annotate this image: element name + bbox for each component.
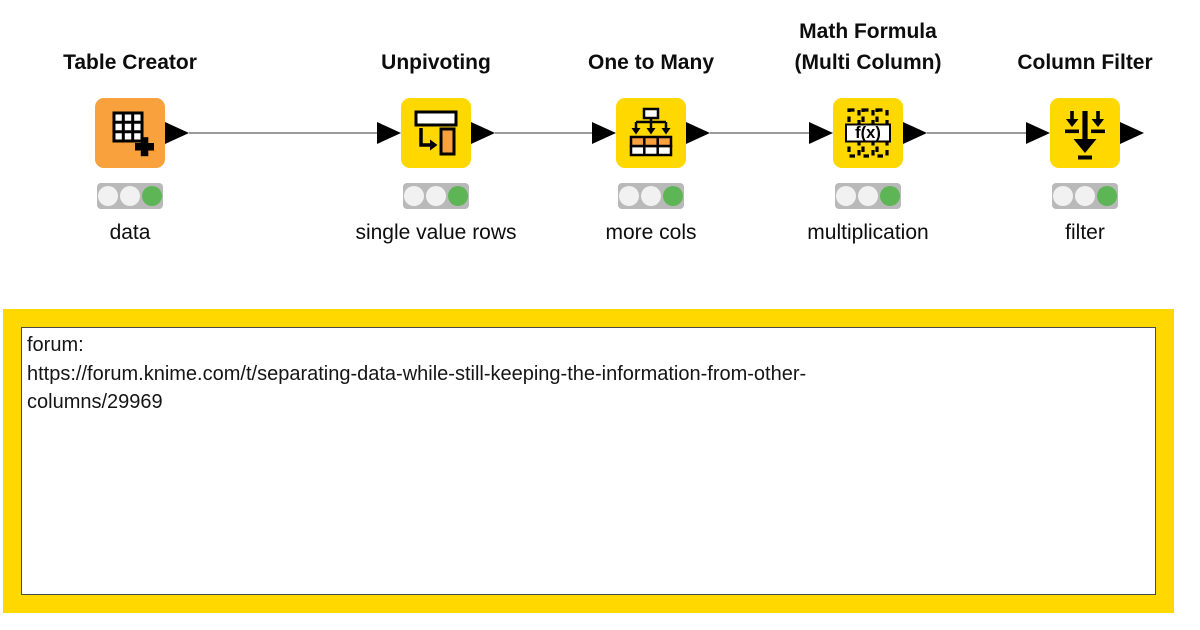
status-red-light	[404, 186, 424, 206]
column-filter-icon[interactable]	[1050, 98, 1120, 168]
status-green-light	[880, 186, 900, 206]
node-math-formula-multi-column: Math Formula (Multi Column) f(x) multipl…	[758, 0, 978, 270]
status-traffic-light	[618, 183, 684, 209]
status-green-light	[142, 186, 162, 206]
workflow-annotation[interactable]: forum: https://forum.knime.com/t/separat…	[3, 309, 1174, 613]
output-port[interactable]	[471, 122, 495, 144]
output-port[interactable]	[903, 122, 927, 144]
annotation-text-line: forum:	[27, 334, 84, 356]
status-traffic-light	[97, 183, 163, 209]
status-red-light	[836, 186, 856, 206]
one-to-many-icon[interactable]	[616, 98, 686, 168]
connection-math-formula-to-column-filter[interactable]	[927, 132, 1026, 134]
node-title: One to Many	[587, 51, 714, 74]
node-table-creator: Table Creator data	[20, 0, 240, 270]
status-yellow-light	[426, 186, 446, 206]
connection-unpivoting-to-one-to-many[interactable]	[495, 132, 592, 134]
output-port[interactable]	[686, 122, 710, 144]
output-port[interactable]	[165, 122, 189, 144]
connection-one-to-many-to-math-formula[interactable]	[710, 132, 809, 134]
status-green-light	[448, 186, 468, 206]
node-label[interactable]: more cols	[605, 221, 697, 244]
node-label[interactable]: single value rows	[355, 221, 517, 244]
status-green-light	[663, 186, 683, 206]
status-traffic-light	[1052, 183, 1118, 209]
node-title: Column Filter	[1017, 51, 1153, 74]
status-green-light	[1097, 186, 1117, 206]
svg-text:f(x): f(x)	[855, 124, 881, 142]
input-port[interactable]	[1026, 122, 1050, 144]
status-red-light	[619, 186, 639, 206]
node-one-to-many: One to Many	[541, 0, 761, 270]
status-red-light	[98, 186, 118, 206]
input-port[interactable]	[377, 122, 401, 144]
annotation-content: forum: https://forum.knime.com/t/separat…	[21, 327, 1156, 595]
node-title: Table Creator	[63, 51, 197, 74]
node-label[interactable]: filter	[1065, 221, 1105, 244]
annotation-text-line: columns/29969	[27, 391, 163, 413]
status-yellow-light	[120, 186, 140, 206]
table-plus-icon[interactable]	[95, 98, 165, 168]
annotation-text-line: https://forum.knime.com/t/separating-dat…	[27, 362, 807, 385]
status-red-light	[1053, 186, 1073, 206]
input-port[interactable]	[592, 122, 616, 144]
node-title: Unpivoting	[381, 51, 491, 74]
node-unpivoting: Unpivoting single value rows	[326, 0, 546, 270]
unpivot-icon[interactable]	[401, 98, 471, 168]
status-traffic-light	[403, 183, 469, 209]
status-yellow-light	[858, 186, 878, 206]
status-yellow-light	[1075, 186, 1095, 206]
node-label[interactable]: multiplication	[807, 221, 929, 244]
status-yellow-light	[641, 186, 661, 206]
connection-table-creator-to-unpivoting[interactable]	[189, 132, 377, 134]
status-traffic-light	[835, 183, 901, 209]
output-port[interactable]	[1120, 122, 1144, 144]
node-label[interactable]: data	[109, 221, 151, 244]
node-column-filter: Column Filter	[975, 0, 1195, 270]
node-title: Math Formula (Multi Column)	[794, 20, 942, 74]
input-port[interactable]	[809, 122, 833, 144]
fx-columns-icon[interactable]: f(x)	[833, 98, 903, 168]
